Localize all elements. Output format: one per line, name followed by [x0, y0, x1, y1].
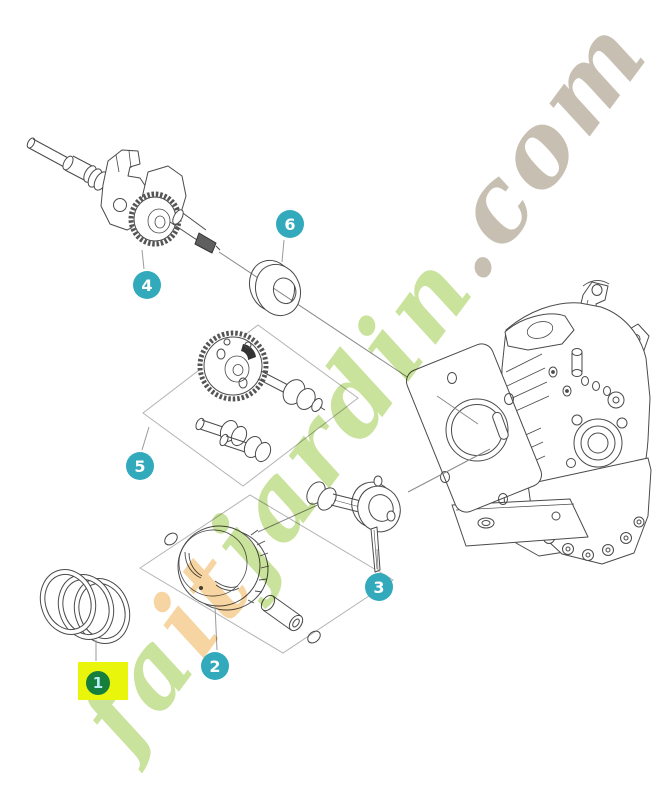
callout-6-badge[interactable]: 6	[276, 210, 304, 238]
camshaft-drawing	[195, 330, 326, 463]
leader-line-3	[376, 548, 379, 572]
wrist-pin-drawing	[260, 594, 304, 632]
decompressor-weight	[241, 344, 256, 360]
group-box-piston	[139, 494, 394, 654]
callout-1-highlight: 1	[78, 662, 128, 700]
leader-line-4	[141, 249, 145, 270]
piston-rings-drawing	[39, 569, 131, 644]
assembly-axis-line-end	[257, 395, 491, 533]
callout-1-badge[interactable]: 1	[86, 671, 110, 695]
callout-5-badge[interactable]: 5	[126, 452, 154, 480]
engine-block-drawing	[406, 280, 652, 565]
pin-clip	[307, 630, 321, 644]
leader-line-5	[141, 426, 150, 451]
piston-drawing	[164, 525, 321, 644]
callout-2-badge[interactable]: 2	[201, 652, 229, 680]
leader-line-2	[214, 605, 218, 651]
bearing-drawing	[248, 259, 301, 317]
pin-clip	[164, 532, 178, 546]
tappet-drawing	[195, 417, 272, 463]
crankshaft-drawing	[26, 137, 221, 254]
callout-3-badge[interactable]: 3	[365, 573, 393, 601]
leader-line-6	[281, 239, 285, 263]
callout-4-badge[interactable]: 4	[133, 271, 161, 299]
